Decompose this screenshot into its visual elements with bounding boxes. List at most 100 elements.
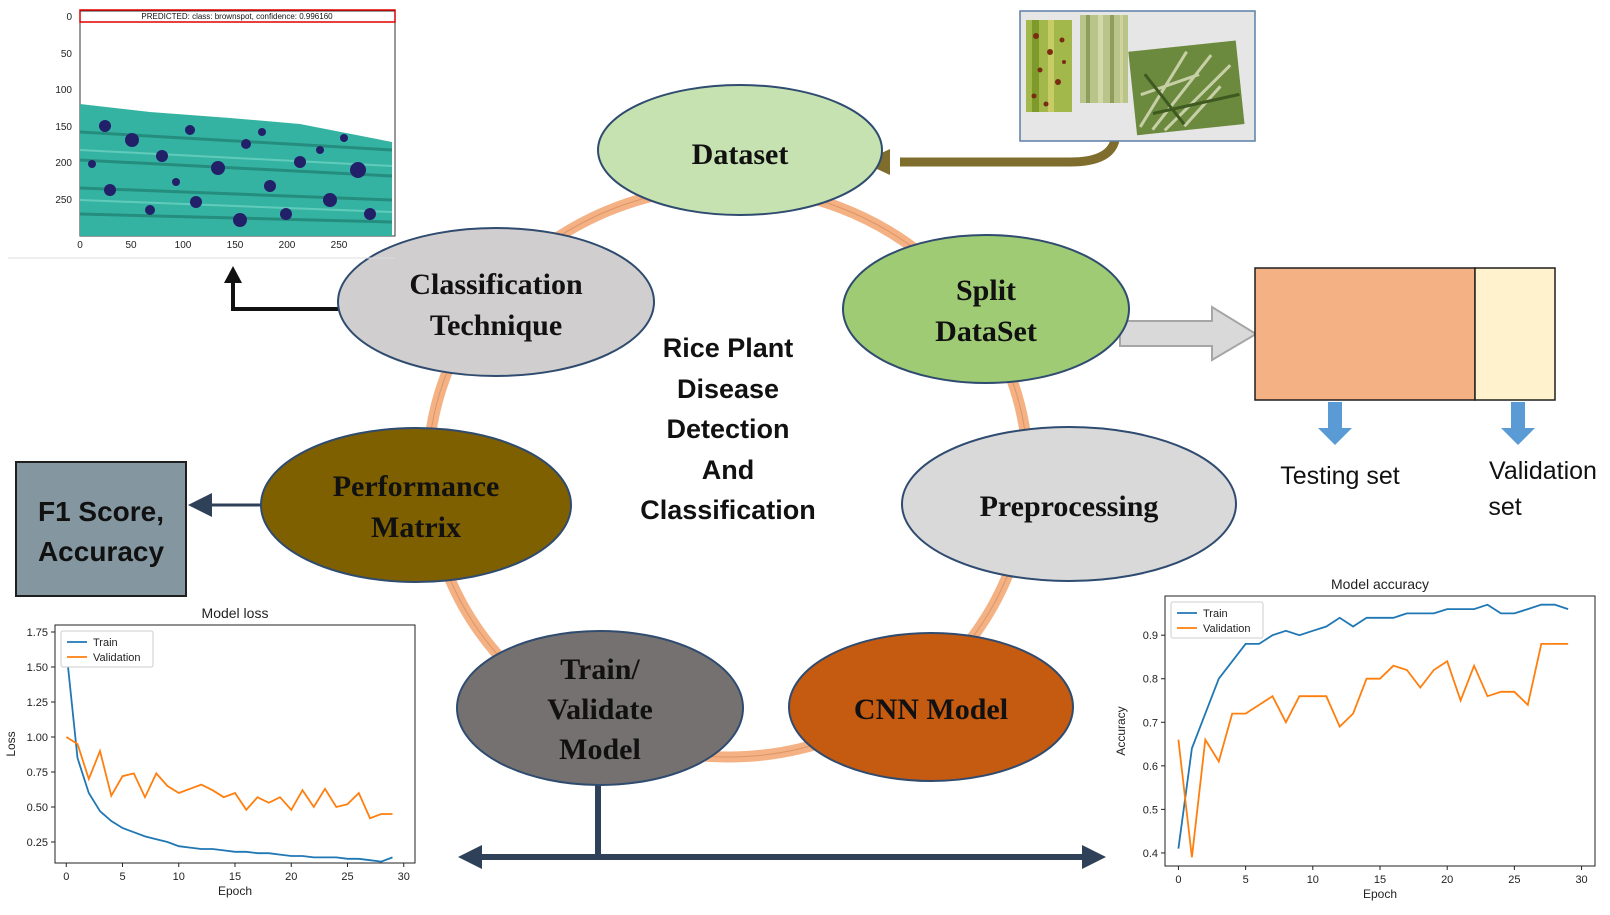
svg-text:50: 50 (125, 240, 137, 251)
chart-0-xtick-label: 15 (229, 871, 241, 883)
svg-text:0: 0 (66, 12, 72, 23)
metrics-box-shape (15, 461, 187, 597)
split-boxes: Testing set Validation set (1254, 267, 1597, 521)
center-title-line5: Classification (640, 495, 816, 525)
node-split-label-line2: DataSet (935, 315, 1037, 348)
chart-1-xtick-label: 20 (1441, 874, 1453, 886)
chart-0-xtick-label: 25 (341, 871, 353, 883)
chart-1-ytick-label: 0.4 (1143, 848, 1158, 860)
svg-text:200: 200 (279, 240, 296, 251)
node-cnn-label: CNN Model (854, 693, 1008, 726)
node-preprocessing: Preprocessing (901, 426, 1237, 582)
chart-1-ytick-label: 0.5 (1143, 804, 1158, 816)
chart-0-xtick-label: 20 (285, 871, 297, 883)
chart-1-legend-box (1170, 601, 1264, 639)
chart-1-title: Model accuracy (1331, 576, 1429, 592)
chart-1-xtick-label: 10 (1307, 874, 1319, 886)
train-charts-arrowhead-left (458, 845, 482, 869)
leaf-image-field (1128, 40, 1245, 136)
chart-0-legend-label: Train (93, 637, 118, 649)
center-title-line3: Detection (666, 414, 789, 444)
validation-set-label-line1: Validation (1489, 457, 1597, 485)
svg-text:150: 150 (227, 240, 244, 251)
node-split-label-line1: Split (956, 274, 1016, 307)
node-dataset-shape (597, 84, 883, 216)
chart-1-ytick-label: 0.8 (1143, 674, 1158, 686)
validation-set-label-line2: set (1488, 493, 1521, 521)
node-classification-label-line1: Classification (409, 268, 583, 301)
center-title-line1: Rice Plant (663, 333, 794, 363)
center-title-line2: Disease (677, 374, 779, 404)
svg-text:250: 250 (55, 195, 72, 206)
chart-1-ytick-label: 0.9 (1143, 630, 1158, 642)
dataset-images-arrow (900, 138, 1120, 167)
chart-0-ytick-label: 1.00 (27, 732, 48, 744)
disease-spots (88, 120, 376, 227)
chart-1-xtick-label: 5 (1243, 874, 1249, 886)
chart-0-series-validation-line (65, 736, 393, 820)
node-cnn: CNN Model (788, 632, 1074, 782)
node-dataset-label: Dataset (692, 138, 789, 171)
chart-0-ytick-label: 0.25 (27, 837, 48, 849)
chart-0-title: Model loss (202, 605, 269, 621)
svg-text:100: 100 (55, 85, 72, 96)
node-split-shape (842, 234, 1130, 384)
chart-1-ytick-label: 0.7 (1143, 717, 1158, 729)
train-charts-arrowhead-right (1082, 845, 1106, 869)
chart-0-ytick-label: 0.75 (27, 767, 48, 779)
chart-1-xtick-label: 30 (1575, 874, 1587, 886)
node-classification-shape (337, 227, 655, 377)
node-train-label-line1: Train/ (560, 653, 640, 686)
prediction-title: PREDICTED: class: brownspot, confidence:… (141, 12, 333, 21)
classification-output-arrowhead (224, 266, 242, 283)
node-classification: Classification Technique (337, 227, 655, 377)
chart-0-series-train-line (65, 650, 393, 863)
chart-0-ytick-label: 1.75 (27, 627, 48, 639)
chart-1-ylabel: Accuracy (1114, 706, 1128, 755)
center-title: Rice Plant Disease Detection And Classif… (640, 333, 816, 525)
chart-0-legend-box (60, 630, 154, 668)
node-performance: Performance Matrix (260, 427, 572, 583)
split-arrow (1119, 305, 1258, 362)
dataset-images-panel (1019, 10, 1256, 142)
metrics-box: F1 Score, Accuracy (15, 461, 187, 597)
chart-1-ytick-label: 0.6 (1143, 761, 1158, 773)
svg-text:0: 0 (77, 240, 83, 251)
leaf-image-stripes (1080, 15, 1128, 103)
node-performance-shape (260, 427, 572, 583)
chart-0-ytick-label: 0.50 (27, 802, 48, 814)
chart-0-ytick-label: 1.25 (27, 697, 48, 709)
leaf-image-spots (1026, 20, 1072, 112)
svg-text:150: 150 (55, 122, 72, 133)
chart-0-legend-label: Validation (93, 652, 141, 664)
node-train: Train/ Validate Model (456, 630, 744, 786)
chart-0-xtick-label: 10 (173, 871, 185, 883)
chart-0-xlabel: Epoch (218, 884, 252, 898)
node-preprocessing-shape (901, 426, 1237, 582)
prediction-title-box (79, 9, 396, 23)
metrics-box-line1: F1 Score, (38, 496, 164, 527)
node-train-label-line2: Validate (547, 693, 653, 726)
chart-1-xtick-label: 0 (1175, 874, 1181, 886)
prediction-plot: PREDICTED: class: brownspot, confidence:… (8, 9, 396, 259)
node-cnn-shape (788, 632, 1074, 782)
validation-set-box (1474, 267, 1556, 401)
chart-1-series-validation-line (1177, 643, 1569, 858)
center-title-line4: And (702, 455, 754, 485)
chart-1-xlabel: Epoch (1363, 887, 1397, 901)
node-dataset: Dataset (597, 84, 883, 216)
chart-0-xtick-label: 5 (119, 871, 125, 883)
node-train-shape (456, 630, 744, 786)
validation-set-arrow (1501, 402, 1535, 445)
testing-set-label: Testing set (1280, 462, 1400, 490)
chart-1-legend-label: Train (1203, 608, 1228, 620)
chart-0-xtick-label: 30 (398, 871, 410, 883)
chart-1-legend-label: Validation (1203, 623, 1251, 635)
svg-text:200: 200 (55, 158, 72, 169)
chart-1-xtick-label: 15 (1374, 874, 1386, 886)
prediction-yticks: 0 50 100 150 200 250 (55, 12, 72, 206)
node-split: Split DataSet (842, 234, 1130, 384)
